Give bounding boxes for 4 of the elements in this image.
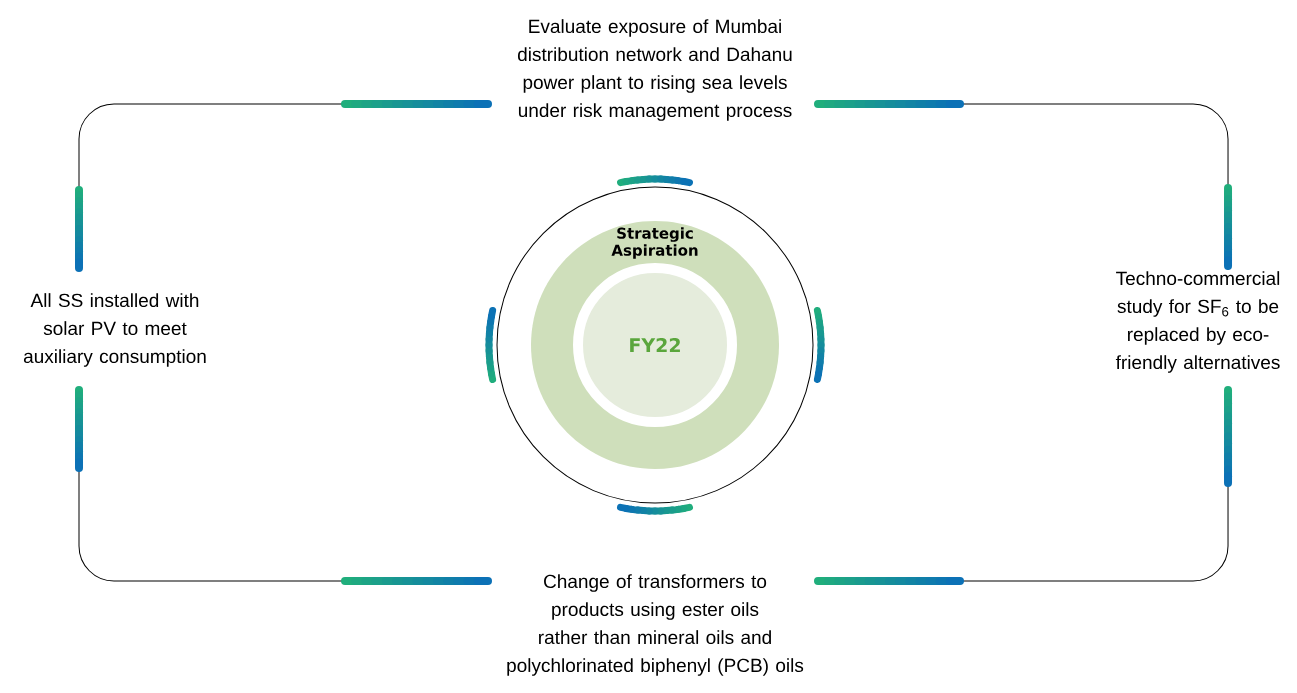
note-text: All SS installed with solar PV to meet auxiliary consumption [23,293,206,367]
note-text: Change of transformers to products using ester oils rather than mineral oils and polychlorinated biphenyl (PCB) oils [507,574,804,676]
note-text: Evaluate exposure of Mumbai distribution network and Dahanu power plant to rising sea levels under risk management process [518,19,792,121]
note-text: Techno-commercial study for SF$_{6}$ to be replaced by eco-friendly alternatives [1115,271,1280,373]
